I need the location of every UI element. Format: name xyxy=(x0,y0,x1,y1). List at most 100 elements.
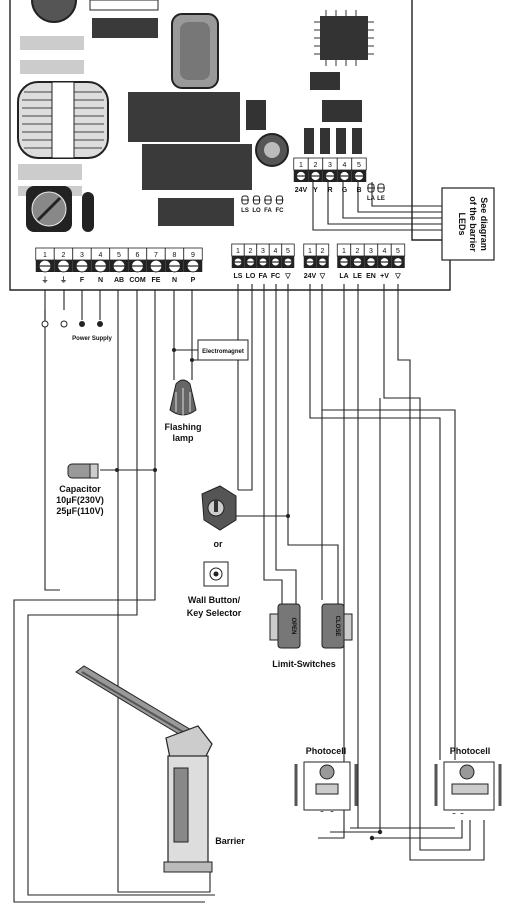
terminal-label: LS xyxy=(234,273,243,280)
terminal-label: LA xyxy=(339,273,348,280)
terminal-label: ▽ xyxy=(284,273,291,280)
terminal-label: B xyxy=(356,187,361,194)
led-label: LO xyxy=(252,208,261,214)
flashing-lamp: Flashing lamp xyxy=(164,379,202,443)
svg-text:~: ~ xyxy=(320,810,324,816)
wall-button-label-2: Key Selector xyxy=(187,608,242,618)
terminal-label: G xyxy=(342,187,348,194)
photocell-left: Photocell ~ ~ xyxy=(294,746,358,816)
terminal-label: COM xyxy=(129,277,146,284)
terminal-number: 1 xyxy=(236,248,240,255)
terminal-label: 24V xyxy=(295,187,308,194)
terminal-label: FE xyxy=(152,277,161,284)
terminal-number: 7 xyxy=(154,252,158,259)
limit-switch-close: CLOSE xyxy=(321,603,353,649)
photocell-right-label: Photocell xyxy=(450,746,491,756)
flashing-lamp-label-1: Flashing xyxy=(164,422,201,432)
terminal-label: EN xyxy=(366,273,376,280)
fuse-holder xyxy=(31,0,77,23)
photocell-left-label: Photocell xyxy=(306,746,347,756)
power-supply-label: Power Supply xyxy=(72,336,112,342)
terminal-label: LE xyxy=(353,273,362,280)
limit-switch-open-label: OPEN xyxy=(290,617,296,634)
flashing-lamp-label-2: lamp xyxy=(172,433,194,443)
led-label: FC xyxy=(276,208,285,214)
terminal-number: 1 xyxy=(299,162,303,169)
limit-switch-open: OPEN xyxy=(269,603,301,649)
svg-text:~: ~ xyxy=(330,810,334,816)
barrier-label: Barrier xyxy=(215,836,245,846)
led-terminal-block: 1 24V 2Y 3R 4G 5B xyxy=(293,157,367,194)
terminal-number: 3 xyxy=(80,252,84,259)
terminal-number: 2 xyxy=(62,252,66,259)
terminal-number: 3 xyxy=(328,162,332,169)
terminal-label: N xyxy=(98,277,103,284)
limit-switches-label: Limit-Switches xyxy=(272,659,336,669)
photocell-right: Photocell ~ ~ xyxy=(434,746,502,818)
terminal-number: 1 xyxy=(43,252,47,259)
limit-switch-close-label: CLOSE xyxy=(334,616,340,637)
svg-text:~: ~ xyxy=(452,812,456,818)
relay-component xyxy=(89,0,159,11)
terminal-number: 2 xyxy=(249,248,253,255)
terminal-label: AB xyxy=(114,277,124,284)
terminal-number: 2 xyxy=(356,248,360,255)
led-label: LS xyxy=(241,208,249,214)
terminal-number: 2 xyxy=(314,162,318,169)
capacitor-label-3: 25µF(110V) xyxy=(56,506,103,516)
svg-text:~: ~ xyxy=(460,812,464,818)
terminal-number: 3 xyxy=(369,248,373,255)
capacitor-label-2: 10µF(230V) xyxy=(56,495,104,505)
power-supply-terminals: Power Supply xyxy=(41,320,112,342)
terminal-number: 1 xyxy=(308,248,312,255)
wire-junctions xyxy=(115,348,383,841)
wires xyxy=(13,182,485,903)
run-capacitor: Capacitor 10µF(230V) 25µF(110V) xyxy=(56,463,104,516)
control-board xyxy=(9,0,451,291)
terminal-label: ⏚ xyxy=(42,276,49,284)
terminal-number: 1 xyxy=(342,248,346,255)
electromagnet-label: Electromagnet xyxy=(202,349,244,355)
barrier: Barrier xyxy=(75,665,245,873)
see-diagram-line-2: of the barrier xyxy=(468,196,478,252)
see-diagram-box: See diagram of the barrier LEDs xyxy=(441,187,495,261)
terminal-label: FA xyxy=(259,273,268,280)
terminal-label: ▽ xyxy=(394,273,401,280)
terminal-number: 5 xyxy=(117,252,121,259)
terminal-label: Y xyxy=(313,187,318,194)
or-label: or xyxy=(214,539,223,549)
led-label: LE xyxy=(377,196,385,202)
terminal-number: 6 xyxy=(136,252,140,259)
capacitor-label-1: Capacitor xyxy=(59,484,101,494)
terminal-number: 8 xyxy=(173,252,177,259)
terminal-number: 4 xyxy=(343,162,347,169)
wall-button: Wall Button/ Key Selector xyxy=(187,561,242,618)
led-label: LA xyxy=(367,196,376,202)
led-label: FA xyxy=(264,208,272,214)
terminal-label: +V xyxy=(380,273,389,280)
terminal-label: LO xyxy=(246,273,256,280)
terminal-number: 5 xyxy=(357,162,361,169)
terminal-label: R xyxy=(327,187,332,194)
terminal-number: 2 xyxy=(321,248,325,255)
terminal-label: P xyxy=(191,277,196,284)
electromagnet: Electromagnet xyxy=(197,339,249,361)
terminal-number: 4 xyxy=(383,248,387,255)
see-diagram-line-1: See diagram xyxy=(479,197,489,251)
see-diagram-line-3: LEDs xyxy=(457,212,467,235)
key-selector xyxy=(201,485,237,531)
terminal-label: ⏚ xyxy=(60,276,67,284)
wall-button-label-1: Wall Button/ xyxy=(188,595,241,605)
terminal-number: 4 xyxy=(99,252,103,259)
terminal-number: 9 xyxy=(191,252,195,259)
terminal-number: 4 xyxy=(274,248,278,255)
terminal-label: 24V xyxy=(304,273,317,280)
terminal-label: FC xyxy=(271,273,280,280)
